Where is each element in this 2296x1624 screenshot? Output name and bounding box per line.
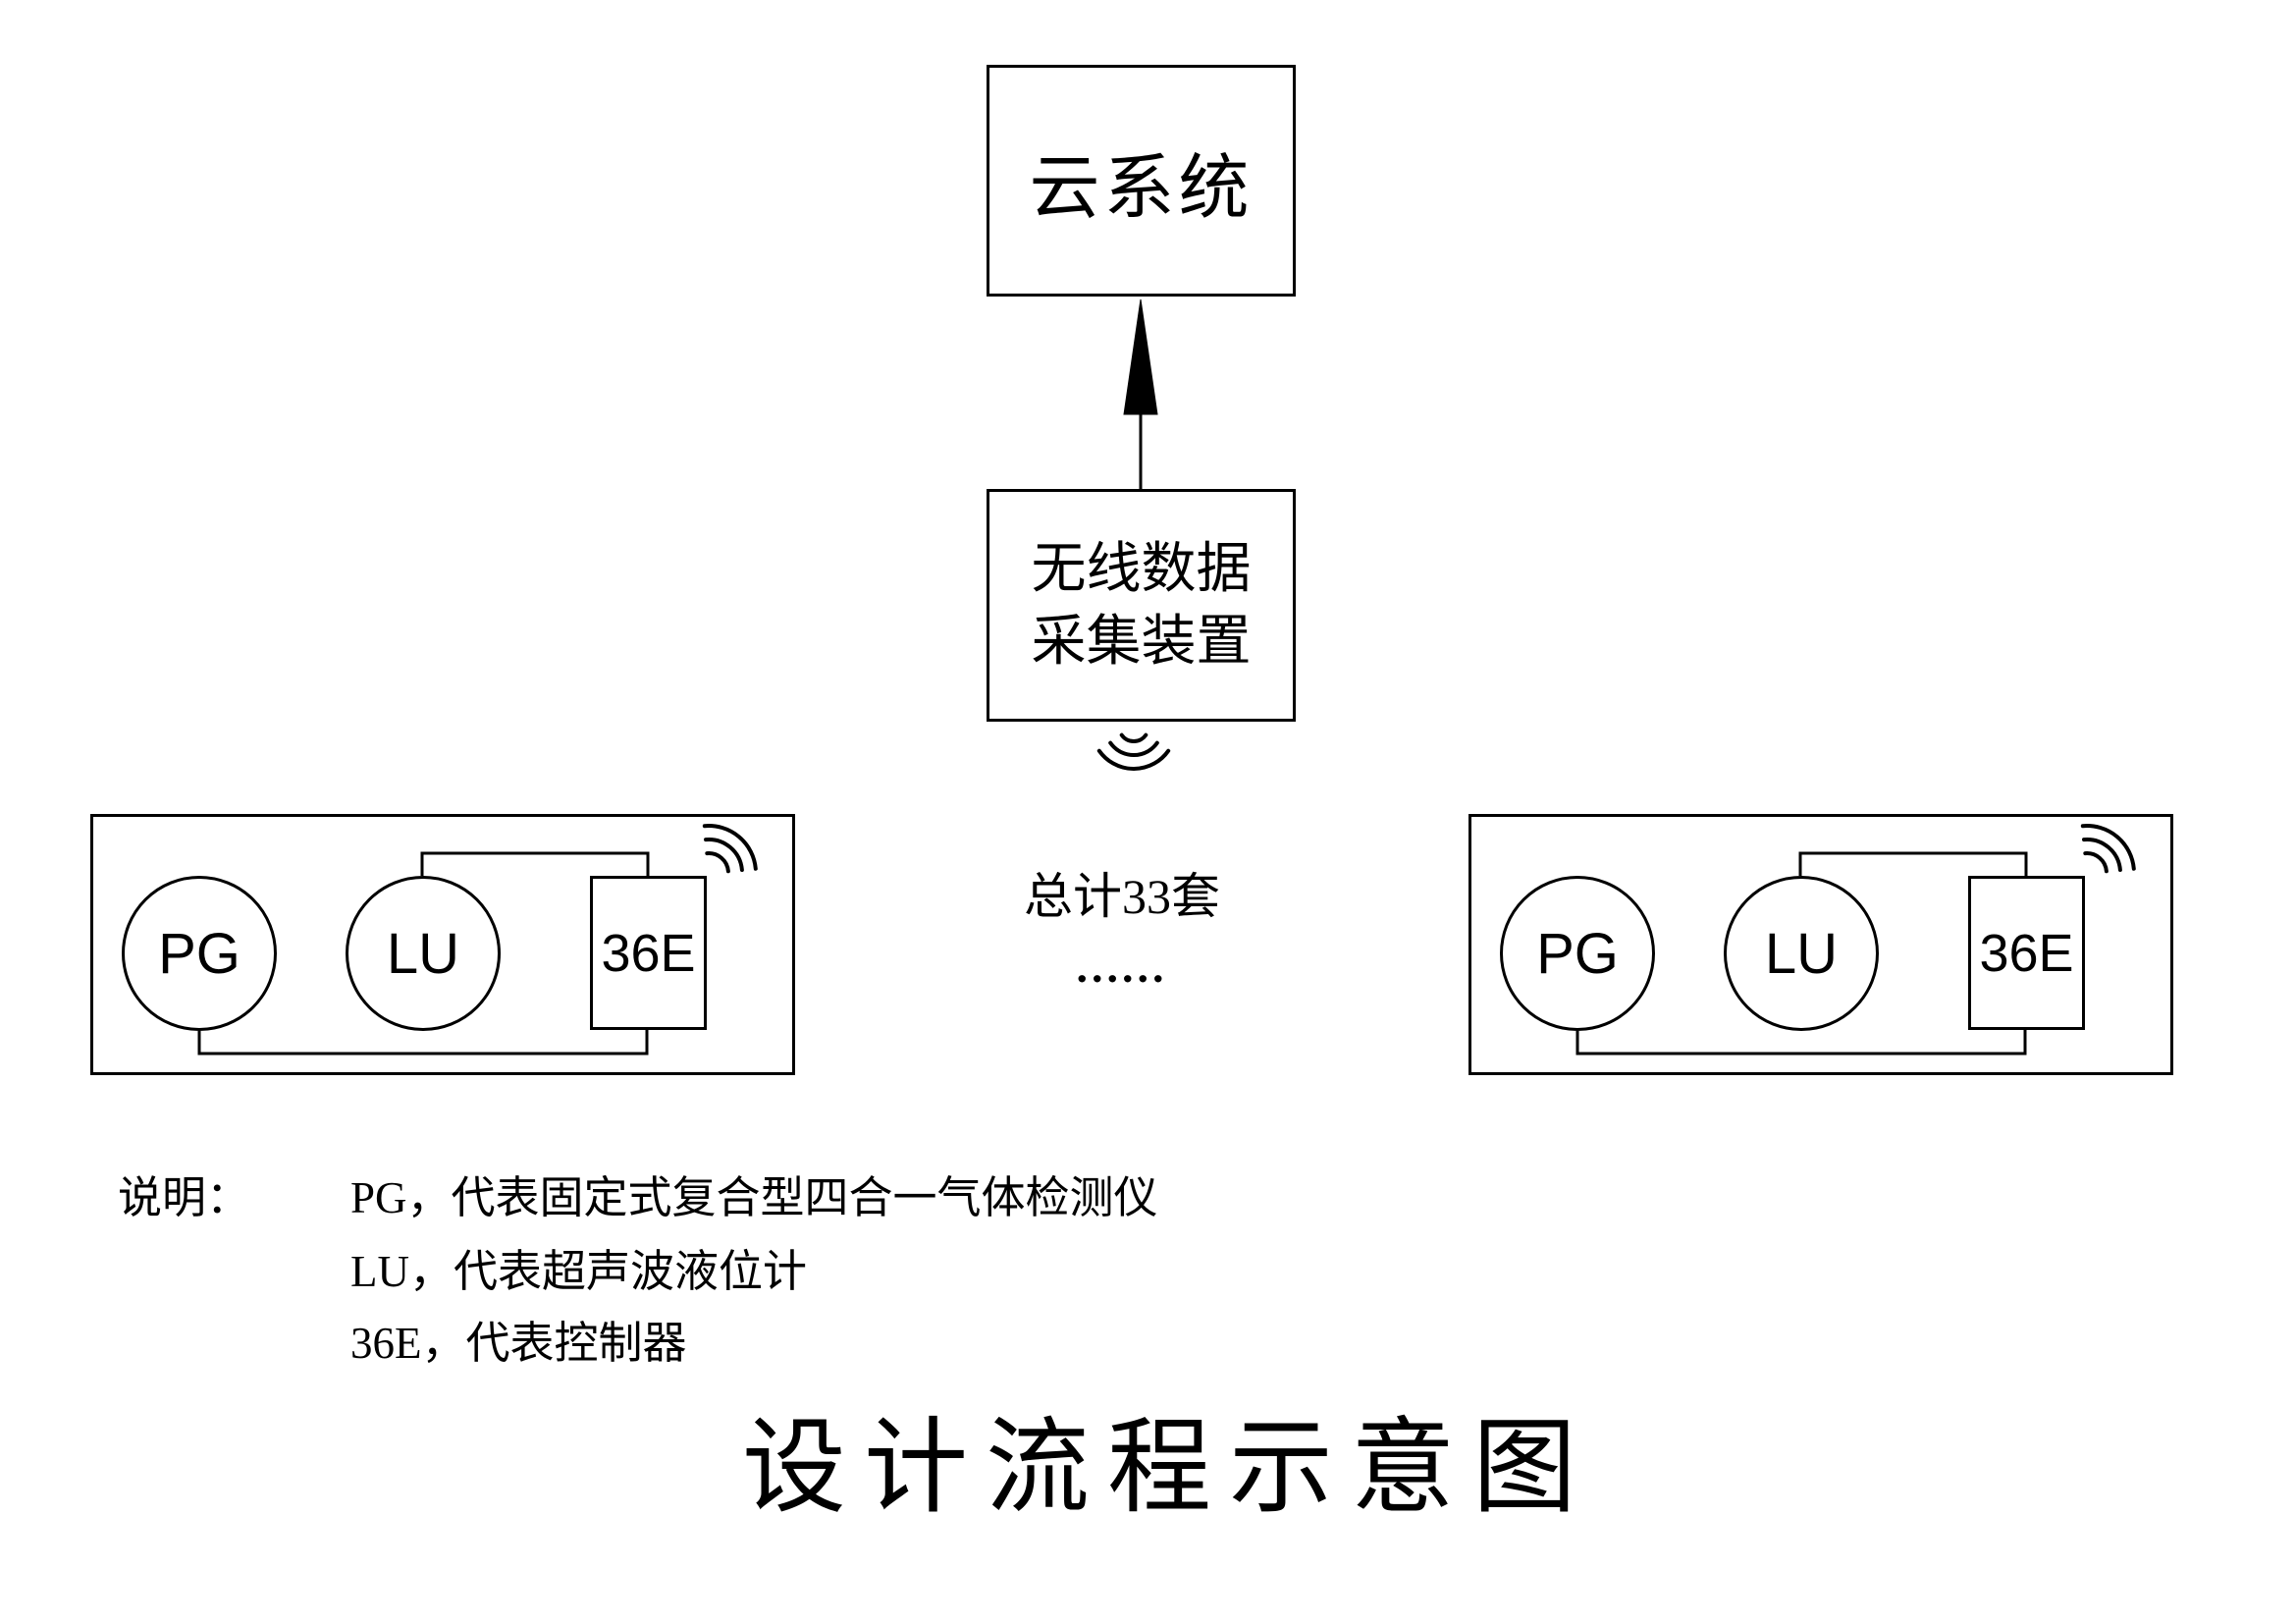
pg-sensor-circle: PG	[1500, 876, 1655, 1031]
legend-label: 说明：	[118, 1173, 251, 1222]
controller-36e-box: 36E	[1968, 876, 2085, 1030]
legend-item-pg: PG，代表固定式复合型四合一气体检测仪	[350, 1173, 1158, 1222]
lu-sensor-label: LU	[386, 921, 460, 986]
controller-36e-label: 36E	[1979, 923, 2074, 983]
up-arrow	[1123, 298, 1158, 489]
page-title: 设计流程示意图	[742, 1411, 1594, 1526]
unit-right-wires	[1575, 851, 2028, 1056]
unit-right-wifi-icon	[2080, 824, 2136, 874]
ellipsis-dots: ......	[1076, 942, 1168, 992]
controller-36e-label: 36E	[601, 923, 696, 983]
wireless-collector-label-line2: 采集装置	[1031, 611, 1252, 673]
lu-sensor-circle: LU	[1724, 876, 1879, 1031]
unit-left-wires	[197, 851, 650, 1056]
wireless-collector-label-line1: 无线数据	[1031, 538, 1252, 600]
pg-sensor-label: PG	[1536, 921, 1619, 986]
legend-item-36e: 36E，代表控制器	[350, 1319, 687, 1368]
total-count-text: 总计33套	[1024, 869, 1220, 924]
gateway-wifi-down-icon	[1096, 732, 1171, 771]
cloud-system-box: 云系统	[987, 65, 1296, 297]
wireless-collector-box: 无线数据 采集装置	[987, 489, 1296, 722]
pg-sensor-circle: PG	[122, 876, 277, 1031]
pg-sensor-label: PG	[158, 921, 240, 986]
lu-sensor-label: LU	[1764, 921, 1839, 986]
legend-item-lu: LU，代表超声波液位计	[350, 1247, 807, 1296]
unit-left-wifi-icon	[702, 824, 758, 874]
sensor-unit-right: PG LU 36E	[1468, 814, 2173, 1075]
lu-sensor-circle: LU	[346, 876, 501, 1031]
controller-36e-box: 36E	[590, 876, 707, 1030]
sensor-unit-left: PG LU 36E	[90, 814, 795, 1075]
cloud-system-label: 云系统	[1029, 148, 1254, 228]
total-count-note: 总计33套 ......	[926, 866, 1318, 990]
